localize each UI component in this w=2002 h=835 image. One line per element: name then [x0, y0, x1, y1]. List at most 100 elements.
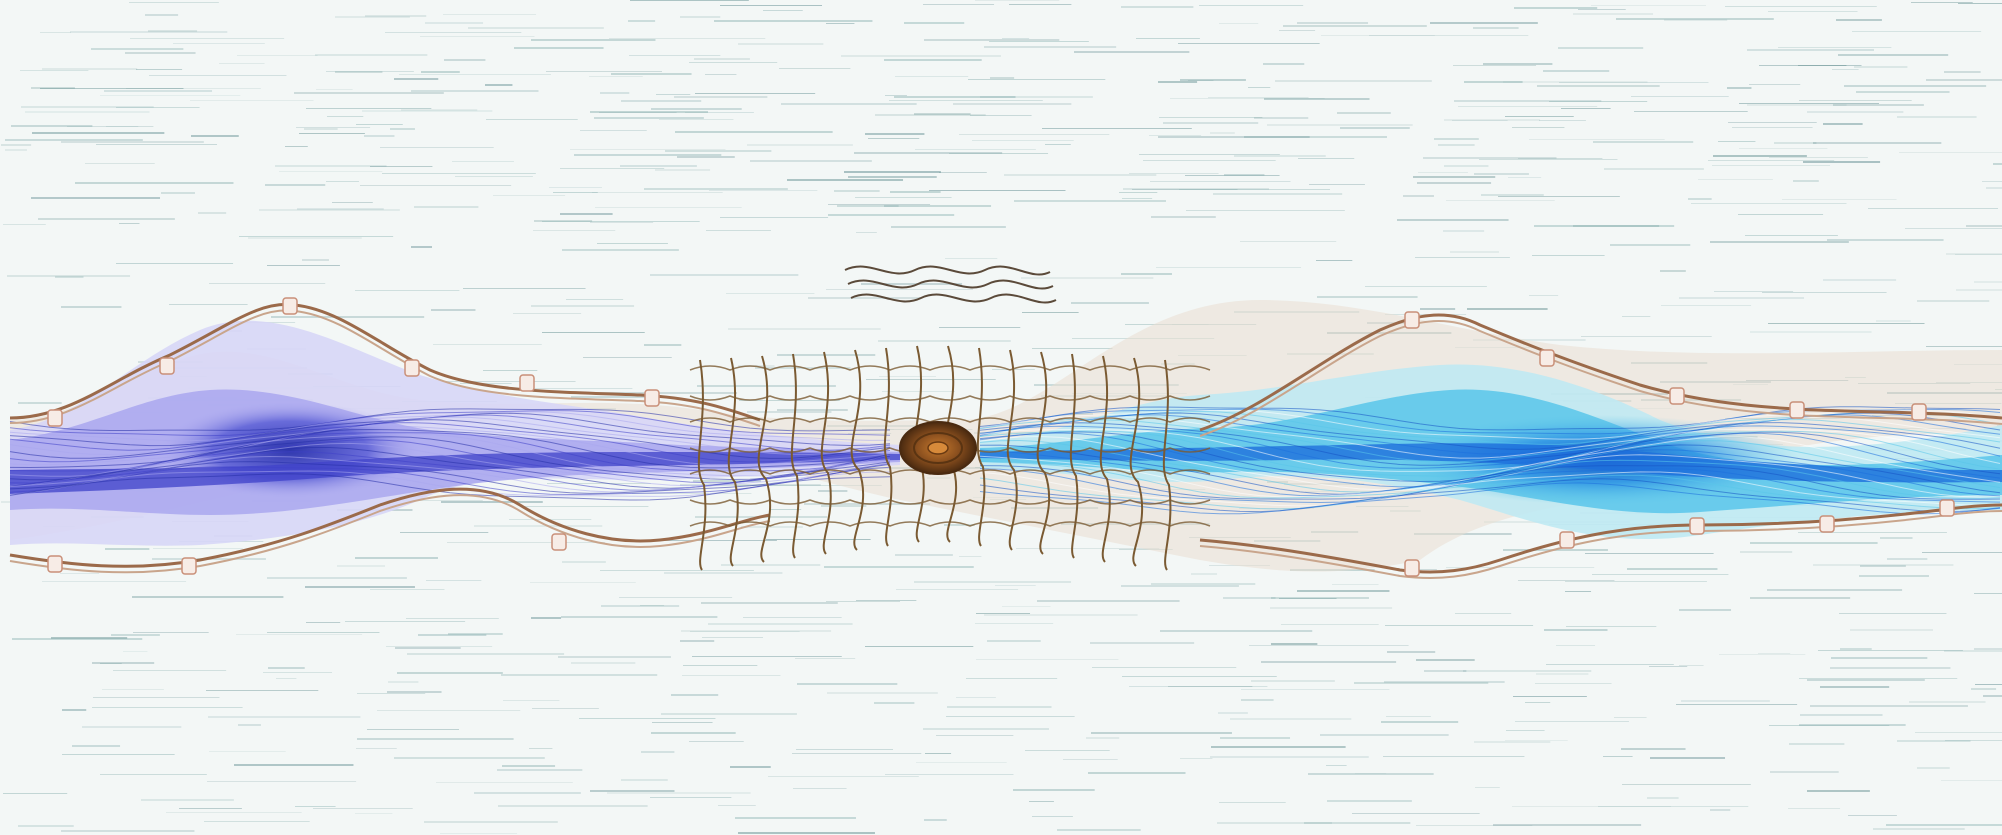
paper-streak [390, 128, 415, 130]
paper-streak [1139, 154, 1280, 155]
left-blue-stream [10, 321, 900, 546]
paper-streak [1254, 117, 1308, 119]
paper-streak [1326, 765, 1347, 766]
paper-streak [1974, 593, 2002, 594]
paper-streak [208, 716, 360, 718]
paper-streak [295, 806, 336, 807]
paper-streak [1021, 277, 1153, 279]
paper-streak [1453, 65, 1536, 66]
paper-streak [306, 622, 340, 623]
paper-streak [1854, 66, 1907, 68]
paper-streak [1119, 192, 1157, 193]
float [552, 534, 566, 550]
paper-streak [1820, 686, 1889, 688]
paper-streak [1416, 825, 1532, 826]
paper-streak [296, 127, 370, 128]
paper-streak [1725, 6, 1877, 7]
paper-streak [1622, 784, 1751, 785]
paper-streak [1679, 297, 1804, 299]
paper-streak [566, 299, 623, 300]
paper-streak [1143, 160, 1276, 161]
paper-streak [856, 232, 877, 233]
paper-streak [1210, 132, 1235, 134]
paper-streak [1788, 808, 1840, 809]
paper-streak [513, 313, 581, 314]
paper-streak [1798, 532, 1947, 533]
paper-streak [1975, 684, 2002, 685]
paper-streak [1926, 346, 2002, 347]
paper-streak [1032, 348, 1112, 349]
paper-streak [145, 14, 178, 16]
paper-streak [915, 149, 1036, 150]
paper-streak [1249, 645, 1409, 646]
float [1820, 516, 1834, 532]
paper-streak [747, 411, 831, 413]
paper-streak [426, 580, 481, 581]
paper-streak [1240, 241, 1336, 242]
paper-streak [781, 103, 917, 105]
paper-streak [1151, 216, 1216, 218]
paper-streak [1009, 4, 1071, 5]
paper-streak [3, 793, 67, 794]
paper-streak [305, 586, 415, 588]
paper-streak [433, 344, 542, 345]
paper-streak [671, 694, 718, 696]
paper-streak [695, 93, 815, 94]
paper-streak [1424, 670, 1466, 672]
paper-streak [1211, 746, 1346, 748]
paper-streak [1679, 665, 1704, 666]
paper-streak [267, 632, 379, 633]
paper-streak [1512, 127, 1564, 128]
paper-streak [1917, 300, 1989, 302]
paper-streak [1297, 590, 1389, 592]
paper-streak [1320, 734, 1449, 736]
paper-streak [885, 95, 907, 96]
paper-streak [1537, 85, 1660, 87]
paper-streak [1042, 128, 1192, 129]
paper-streak [708, 623, 853, 625]
paper-streak [721, 564, 820, 566]
paper-streak [1886, 824, 2002, 826]
paper-streak [1413, 176, 1495, 178]
paper-streak [1823, 279, 1896, 281]
paper-streak [1121, 6, 1193, 8]
paper-streak [828, 204, 930, 205]
paper-streak [1993, 163, 2002, 165]
paper-streak [447, 542, 605, 543]
paper-streak [1515, 721, 1629, 722]
paper-streak [7, 275, 130, 277]
paper-streak [332, 202, 373, 203]
paper-streak [1150, 181, 1290, 182]
float [1790, 402, 1804, 418]
paper-streak [1387, 651, 1435, 653]
paper-streak [385, 32, 521, 33]
paper-streak [1614, 717, 1647, 718]
paper-streak [394, 78, 438, 80]
paper-streak [411, 90, 538, 92]
paper-streak [889, 100, 1043, 101]
paper-streak [345, 621, 465, 622]
paper-streak [561, 616, 717, 618]
paper-streak [420, 36, 534, 37]
paper-streak [1264, 98, 1370, 100]
paper-streak [1505, 740, 1568, 741]
paper-streak [1558, 47, 1643, 49]
paper-streak [1738, 214, 1823, 215]
paper-streak [62, 709, 86, 711]
paper-streak [236, 634, 362, 635]
paper-streak [1850, 629, 1933, 631]
paper-streak [1443, 230, 1484, 232]
paper-streak [401, 109, 477, 111]
paper-streak [1789, 743, 1844, 745]
paper-streak [425, 22, 483, 24]
paper-streak [560, 168, 664, 169]
paper-streak [209, 283, 325, 284]
paper-streak [701, 602, 838, 604]
paper-streak [1316, 260, 1352, 261]
paper-streak [1830, 667, 1950, 669]
paper-streak [989, 41, 1089, 42]
paper-streak [1622, 316, 1650, 317]
paper-streak [675, 131, 833, 133]
paper-streak [694, 58, 750, 60]
paper-streak [959, 556, 981, 557]
